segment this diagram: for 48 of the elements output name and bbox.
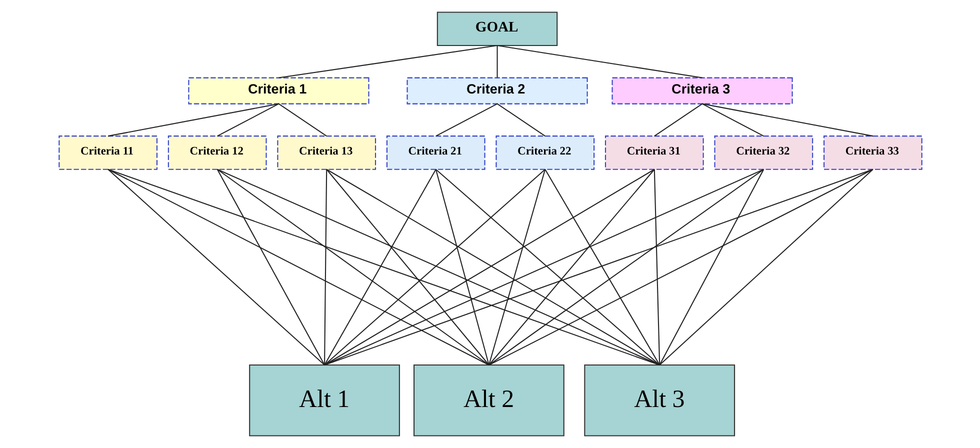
connector: [702, 103, 764, 137]
node-box: Criteria 3: [611, 77, 792, 104]
connector: [488, 168, 873, 366]
node-box: Alt 1: [248, 364, 400, 436]
connector: [107, 168, 489, 366]
connector: [654, 103, 702, 136]
connector: [216, 103, 278, 137]
connector: [488, 169, 546, 366]
node-box: Criteria 12: [167, 136, 266, 170]
node-box: Alt 2: [413, 364, 564, 436]
connector: [216, 169, 324, 366]
connector: [324, 168, 764, 366]
node-box: Criteria 22: [495, 136, 594, 170]
connector: [658, 169, 764, 366]
node-box: Alt 3: [584, 364, 735, 436]
connector: [107, 103, 278, 137]
connector: [326, 169, 489, 366]
connector: [702, 103, 873, 137]
connector: [496, 103, 545, 136]
node-box: GOAL: [436, 12, 558, 46]
connector: [216, 168, 489, 366]
node-box: Criteria 11: [58, 136, 157, 170]
connector: [324, 168, 873, 366]
node-box: Criteria 32: [714, 136, 813, 170]
connector: [653, 169, 660, 366]
connector: [434, 169, 489, 366]
connector: [324, 169, 436, 366]
connector: [435, 168, 660, 366]
connector: [216, 168, 660, 366]
node-box: Criteria 1: [188, 77, 369, 104]
connector: [278, 103, 326, 136]
node-box: Criteria 21: [386, 136, 485, 170]
node-box: Criteria 2: [406, 77, 588, 104]
connector: [658, 168, 873, 366]
connector: [544, 169, 660, 366]
connector: [496, 46, 498, 78]
node-box: Criteria 33: [823, 136, 922, 170]
connector: [324, 169, 327, 366]
connector: [107, 168, 324, 366]
connector: [488, 168, 764, 366]
node-box: Criteria 13: [276, 136, 376, 170]
connector: [324, 168, 545, 366]
connector: [435, 103, 497, 137]
connector: [107, 168, 660, 366]
connector: [488, 169, 654, 366]
connector: [278, 45, 497, 78]
connector: [496, 45, 702, 78]
node-box: Criteria 31: [604, 136, 704, 170]
